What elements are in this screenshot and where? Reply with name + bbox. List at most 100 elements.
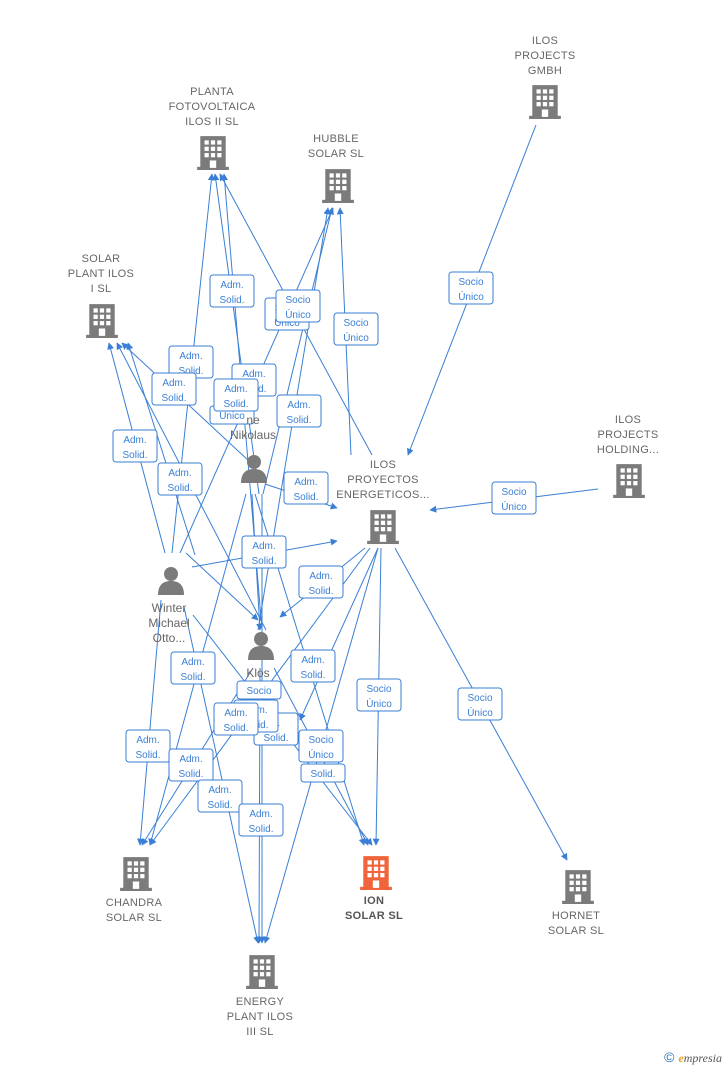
relation-label[interactable]: Adm.Solid. — [276, 394, 322, 428]
relation-label-text: Socio — [501, 487, 526, 498]
relation-edge — [137, 599, 162, 846]
node-label: ENERGETICOS... — [336, 489, 429, 501]
relation-label[interactable]: Adm.Solid. — [197, 779, 243, 813]
building-icon — [322, 169, 354, 203]
relation-label-text: Adm. — [301, 655, 324, 666]
building-icon — [562, 870, 594, 904]
node-label: ILOS — [615, 414, 641, 426]
relation-label[interactable]: Adm.Solid. — [283, 471, 329, 505]
relation-label-box — [170, 651, 216, 685]
node-ilos-proyectos[interactable]: ILOSPROYECTOSENERGETICOS... — [336, 459, 429, 544]
relation-label-box — [448, 271, 494, 305]
relation-label-text: Socio — [246, 686, 271, 697]
node-label: FOTOVOLTAICA — [169, 101, 256, 113]
relation-label[interactable]: Adm.Solid. — [157, 462, 203, 496]
node-label: SOLAR SL — [106, 912, 162, 924]
relation-label[interactable]: Adm.Solid. — [151, 372, 197, 406]
focus-building-icon — [360, 856, 392, 890]
relation-label[interactable]: Adm.Solid. — [209, 274, 255, 308]
building-icon — [86, 304, 118, 338]
node-label: III SL — [246, 1026, 273, 1038]
relation-label[interactable]: Socio — [236, 680, 282, 700]
node-label: ION — [364, 895, 384, 907]
relation-label[interactable]: Adm. Solid. — [213, 702, 259, 736]
relation-label-box — [300, 763, 346, 783]
relation-label[interactable]: Adm.Solid. — [298, 565, 344, 599]
node-label: SOLAR SL — [345, 910, 403, 922]
node-klos[interactable]: Klos — [246, 632, 274, 680]
relation-label-box — [213, 378, 259, 412]
relation-label[interactable]: Adm.Solid. — [112, 429, 158, 463]
relation-label-text: Adm. — [136, 735, 159, 746]
relation-label[interactable]: Adm.Solid. — [238, 803, 284, 837]
relation-label-text: Solid. — [223, 723, 248, 734]
relation-label-text: Adm. — [224, 708, 247, 719]
copyright-footer: ©empresia — [664, 1049, 722, 1066]
relation-label-text: Solid. — [167, 483, 192, 494]
brand-logo[interactable]: empresia — [678, 1051, 722, 1065]
relation-label-text: Único — [467, 706, 493, 719]
node-label: I SL — [91, 283, 112, 295]
relation-label-text: Adm. — [123, 435, 146, 446]
node-label: ENERGY — [236, 996, 285, 1008]
relation-edge — [299, 547, 379, 721]
relation-label-box — [238, 803, 284, 837]
building-icon — [246, 955, 278, 989]
relation-label[interactable]: Adm.Solid. — [168, 748, 214, 782]
relation-label[interactable]: Adm.Solid. — [213, 378, 259, 412]
relation-label-text: Solid. — [248, 824, 273, 835]
relation-label-box — [125, 729, 171, 763]
relation-edge — [126, 342, 196, 556]
node-label: Michael — [148, 616, 189, 630]
relation-label-text: Solid. — [219, 295, 244, 306]
node-label: SOLAR SL — [548, 925, 604, 937]
relation-label-box — [157, 462, 203, 496]
relation-label[interactable]: Adm.Solid. — [125, 729, 171, 763]
building-icon — [120, 857, 152, 891]
node-label: PLANTA — [190, 86, 234, 98]
relation-label-box — [457, 687, 503, 721]
person-icon — [248, 632, 274, 660]
building-icon — [367, 510, 399, 544]
relation-label-box — [276, 394, 322, 428]
relation-label-box — [168, 748, 214, 782]
relation-label[interactable]: Adm.Solid. — [241, 535, 287, 569]
relation-label-box — [356, 678, 402, 712]
relation-label-box — [236, 680, 282, 700]
relation-label[interactable]: Solid. — [300, 763, 346, 783]
node-label: Klos — [246, 666, 269, 680]
relation-label-text: Solid. — [178, 366, 203, 377]
relation-label-box — [197, 779, 243, 813]
relation-label-text: Adm. — [294, 477, 317, 488]
relation-label[interactable]: Adm.Solid. — [290, 649, 336, 683]
node-label: SOLAR SL — [308, 148, 364, 160]
node-ilos-projects-holding[interactable]: ILOSPROJECTSHOLDING... — [597, 414, 659, 498]
relation-label-text: Solid. — [310, 769, 335, 780]
relation-label-text: Adm. — [181, 657, 204, 668]
node-winter[interactable]: WinterMichaelOtto... — [148, 567, 190, 645]
relation-label[interactable]: Adm.Solid. — [170, 651, 216, 685]
node-label: Nikolaus — [230, 428, 276, 442]
relation-label-text: Único — [458, 290, 484, 303]
node-label: ILOS — [532, 35, 558, 47]
person-icon — [158, 567, 184, 595]
relation-label-text: Adm. — [179, 351, 202, 362]
node-ion-solar[interactable]: ION SOLAR SL — [345, 856, 403, 922]
